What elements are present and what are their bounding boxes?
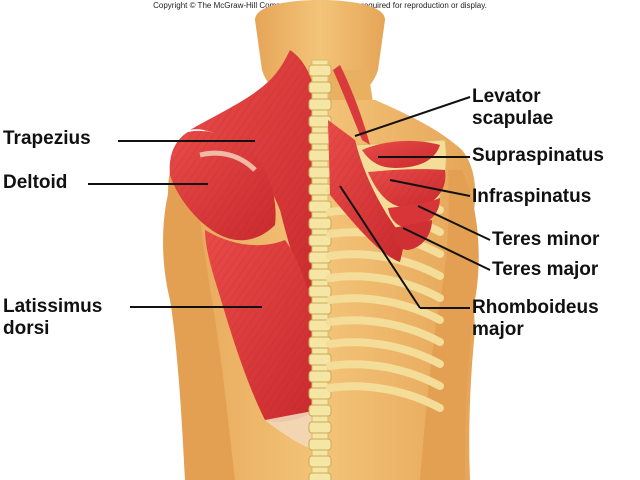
- label-latissimus-line1: Latissimus: [3, 296, 103, 317]
- rib: [326, 360, 444, 390]
- label-levator-line1: Levator: [472, 86, 541, 107]
- vertebra: [308, 472, 332, 480]
- rhomboideus-major-muscle: [328, 120, 405, 262]
- label-levator-line2: scapulae: [472, 108, 554, 129]
- label-infraspinatus: Infraspinatus: [472, 186, 592, 207]
- vertebra: [308, 115, 332, 128]
- vertebra: [308, 64, 332, 77]
- label-rhomboideus-line1: Rhomboideus: [472, 297, 599, 318]
- vertebra: [308, 234, 332, 247]
- label-latissimus-dorsi: Latissimus dorsi: [3, 296, 102, 340]
- vertebra: [308, 302, 332, 315]
- vertebra: [308, 370, 332, 383]
- label-rhomboideus-major: Rhomboideus major: [472, 297, 599, 341]
- leader-levator: [354, 96, 471, 137]
- label-deltoid: Deltoid: [3, 172, 68, 193]
- label-rhomboideus-line2: major: [472, 319, 524, 340]
- vertebra: [308, 149, 332, 162]
- vertebra: [308, 200, 332, 213]
- leader-teres-minor: [417, 205, 491, 241]
- label-teres-minor: Teres minor: [492, 229, 600, 250]
- vertebra: [308, 285, 332, 298]
- trapezius-muscle: [190, 50, 318, 320]
- label-levator-scapulae: Levator scapulae: [472, 86, 553, 130]
- vertebra: [308, 81, 332, 94]
- rib: [326, 272, 444, 302]
- vertebra: [308, 455, 332, 468]
- latissimus-dorsi-muscle: [205, 230, 318, 450]
- infraspinatus-muscle: [368, 169, 446, 209]
- leader-teres-major: [402, 227, 491, 271]
- teres-major-muscle: [392, 220, 432, 250]
- teres-minor-muscle: [388, 198, 440, 228]
- vertebra: [308, 166, 332, 179]
- vertebra: [308, 404, 332, 417]
- rib: [326, 382, 444, 412]
- vertebra: [308, 438, 332, 451]
- levator-scapulae-muscle: [333, 65, 370, 145]
- vertebra: [308, 98, 332, 111]
- leader-infraspinatus: [389, 179, 471, 197]
- deltoid-muscle: [169, 130, 276, 241]
- vertebra: [308, 421, 332, 434]
- vertebra: [308, 353, 332, 366]
- rib: [326, 338, 444, 368]
- supraspinatus-muscle: [362, 140, 440, 168]
- leader-rhomboideus-diag: [339, 185, 421, 309]
- label-supraspinatus: Supraspinatus: [472, 145, 604, 166]
- rib: [326, 316, 444, 346]
- label-teres-major: Teres major: [492, 259, 599, 280]
- vertebra: [308, 387, 332, 400]
- rib: [326, 250, 444, 280]
- label-trapezius: Trapezius: [3, 128, 91, 149]
- leader-lines: [88, 96, 491, 309]
- label-latissimus-line2: dorsi: [3, 318, 50, 339]
- vertebra: [308, 217, 332, 230]
- vertebra: [308, 132, 332, 145]
- rib: [326, 294, 444, 324]
- vertebral-column: [308, 59, 332, 480]
